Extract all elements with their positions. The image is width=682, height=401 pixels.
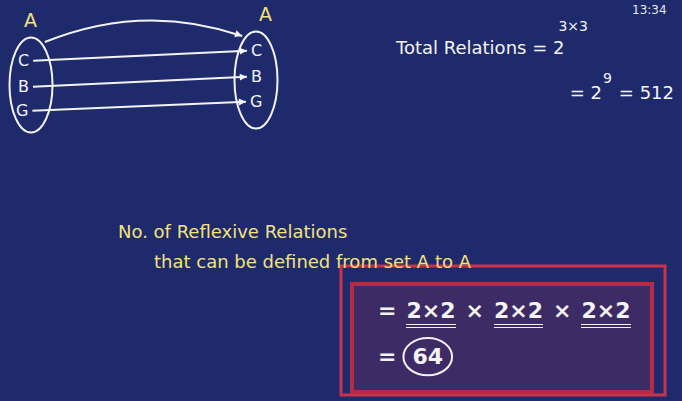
set-ellipse: ACBG bbox=[8, 36, 54, 134]
set-element: B bbox=[251, 68, 262, 86]
set-element: G bbox=[250, 93, 262, 111]
element-letter: B bbox=[251, 68, 262, 86]
note-text: No. of Reflexive Relations bbox=[118, 222, 347, 243]
formula-text: 3×3 bbox=[558, 18, 588, 34]
element-letter: B bbox=[18, 78, 29, 96]
ellipse-outline bbox=[8, 36, 54, 134]
math-term: = bbox=[378, 344, 396, 369]
mapping-arrow bbox=[32, 99, 246, 111]
set-ellipse: ACBG bbox=[233, 30, 279, 130]
math-term: 2×2 bbox=[581, 298, 630, 328]
set-element: G bbox=[16, 102, 28, 120]
element-letter: G bbox=[16, 102, 28, 120]
formula-text: Total Relations = 2 bbox=[396, 38, 564, 59]
math-term: × bbox=[553, 298, 571, 323]
timestamp: 13:34 bbox=[632, 4, 667, 18]
math-term: 2×2 bbox=[494, 298, 543, 328]
element-letter: C bbox=[251, 42, 262, 60]
highlight-box bbox=[341, 266, 665, 395]
set-element: C bbox=[251, 42, 262, 60]
element-letter: G bbox=[250, 93, 262, 111]
set-name: A bbox=[24, 10, 37, 31]
math-term: × bbox=[466, 298, 484, 323]
element-letter: C bbox=[18, 52, 29, 70]
math-term: 64 bbox=[412, 344, 443, 369]
formula-text: 9 bbox=[603, 70, 612, 86]
note-text: that can be defined from set A to A bbox=[154, 252, 471, 273]
formula-text: = 512 bbox=[619, 83, 674, 104]
mapping-arrow bbox=[45, 20, 242, 42]
highlight-box bbox=[352, 284, 652, 392]
math-term: = bbox=[378, 298, 396, 323]
set-name: A bbox=[259, 4, 272, 25]
mapping-arrow bbox=[33, 74, 247, 87]
math-term: 2×2 bbox=[406, 298, 455, 328]
mapping-arrow bbox=[33, 48, 247, 61]
set-element: B bbox=[18, 78, 29, 96]
answer-circle bbox=[403, 338, 452, 375]
formula-text: = 2 bbox=[570, 83, 602, 104]
set-element: C bbox=[18, 52, 29, 70]
